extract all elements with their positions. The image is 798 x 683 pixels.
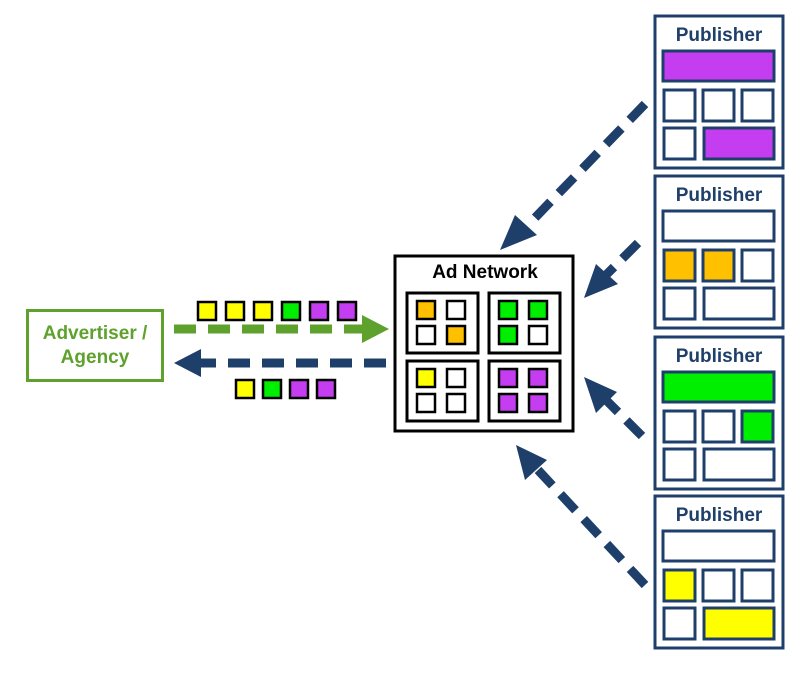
publisher-ad-slot-white <box>740 568 775 603</box>
publisher-4-title: Publisher <box>675 505 763 526</box>
publisher-banner-slot-green <box>661 370 776 404</box>
publisher-ad-slot-orange <box>662 248 697 283</box>
arrowhead-publisher-1 <box>500 215 537 250</box>
flow-squares-to-advertiser <box>234 378 337 400</box>
advertiser-agency-box: Advertiser / Agency <box>26 309 164 382</box>
publisher-ad-slot-green <box>740 409 775 444</box>
network-ad-cell-purple <box>527 367 549 389</box>
publisher-ad-slot-white <box>662 409 697 444</box>
publisher-ad-slot-white <box>701 88 736 123</box>
network-ad-cell-purple <box>497 392 519 414</box>
publisher-ad-slot-white <box>662 126 697 161</box>
ad-square-yellow <box>252 300 274 322</box>
network-ad-cell-white <box>445 392 467 414</box>
arrow-publisher-2-to-network <box>600 239 642 281</box>
flow-squares-to-network <box>196 300 358 322</box>
ad-square-yellow <box>234 378 256 400</box>
publisher-ad-slot-white <box>701 409 736 444</box>
ad-square-purple <box>308 300 330 322</box>
network-ad-cell-green <box>497 324 519 346</box>
arrowhead-publisher-2 <box>584 264 618 298</box>
publisher-ad-slot-white <box>740 248 775 283</box>
arrowhead-to-advertiser <box>174 349 201 377</box>
network-ad-cell-orange <box>445 324 467 346</box>
ad-network-title: Ad Network <box>432 262 538 283</box>
publisher-banner-slot-white <box>661 209 776 243</box>
publisher-panels <box>653 14 785 650</box>
arrowhead-publisher-4 <box>516 445 547 480</box>
publisher-2-title: Publisher <box>675 185 763 206</box>
network-ad-cell-green <box>497 299 519 321</box>
publisher-wide-slot-purple <box>702 126 776 161</box>
arrowhead-to-network <box>362 315 389 343</box>
arrow-publisher-4-to-network <box>534 466 649 589</box>
publisher-ad-slot-white <box>662 286 697 321</box>
ad-square-purple <box>288 378 310 400</box>
publisher-ad-slot-white <box>701 568 736 603</box>
network-ad-cell-white <box>527 324 549 346</box>
publisher-3-title: Publisher <box>675 346 763 367</box>
publisher-wide-slot-white <box>702 286 776 321</box>
publisher-ad-slot-white <box>740 88 775 123</box>
network-ad-cell-orange <box>415 299 437 321</box>
publisher-1-title: Publisher <box>675 25 763 46</box>
network-ad-cell-white <box>415 392 437 414</box>
network-ad-cell-purple <box>527 392 549 414</box>
network-ad-cell-green <box>527 299 549 321</box>
publisher-ad-slot-white <box>662 606 697 641</box>
ad-square-green <box>280 300 302 322</box>
publisher-wide-slot-yellow <box>702 606 776 641</box>
publisher-banner-slot-white <box>661 529 776 563</box>
ad-square-green <box>261 378 283 400</box>
network-ad-cell-white <box>445 367 467 389</box>
publisher-ad-slot-white <box>662 447 697 482</box>
advertiser-label: Advertiser / Agency <box>42 322 148 368</box>
arrow-publisher-3-to-network <box>600 394 646 440</box>
network-ad-cell-white <box>445 299 467 321</box>
ad-square-yellow <box>224 300 246 322</box>
network-ad-cell-purple <box>497 367 519 389</box>
ad-square-purple <box>336 300 358 322</box>
publisher-ad-slot-orange <box>701 248 736 283</box>
ad-square-yellow <box>196 300 218 322</box>
publisher-wide-slot-white <box>702 447 776 482</box>
publisher-ad-slot-white <box>662 88 697 123</box>
ad-square-purple <box>315 378 337 400</box>
network-ad-cell-white <box>415 324 437 346</box>
arrowhead-publisher-3 <box>584 377 617 413</box>
arrow-publisher-1-to-network <box>524 100 649 229</box>
network-ad-cell-yellow <box>415 367 437 389</box>
publisher-banner-slot-purple <box>661 49 776 83</box>
network-ad-cells <box>415 299 549 414</box>
publisher-ad-slot-yellow <box>662 568 697 603</box>
